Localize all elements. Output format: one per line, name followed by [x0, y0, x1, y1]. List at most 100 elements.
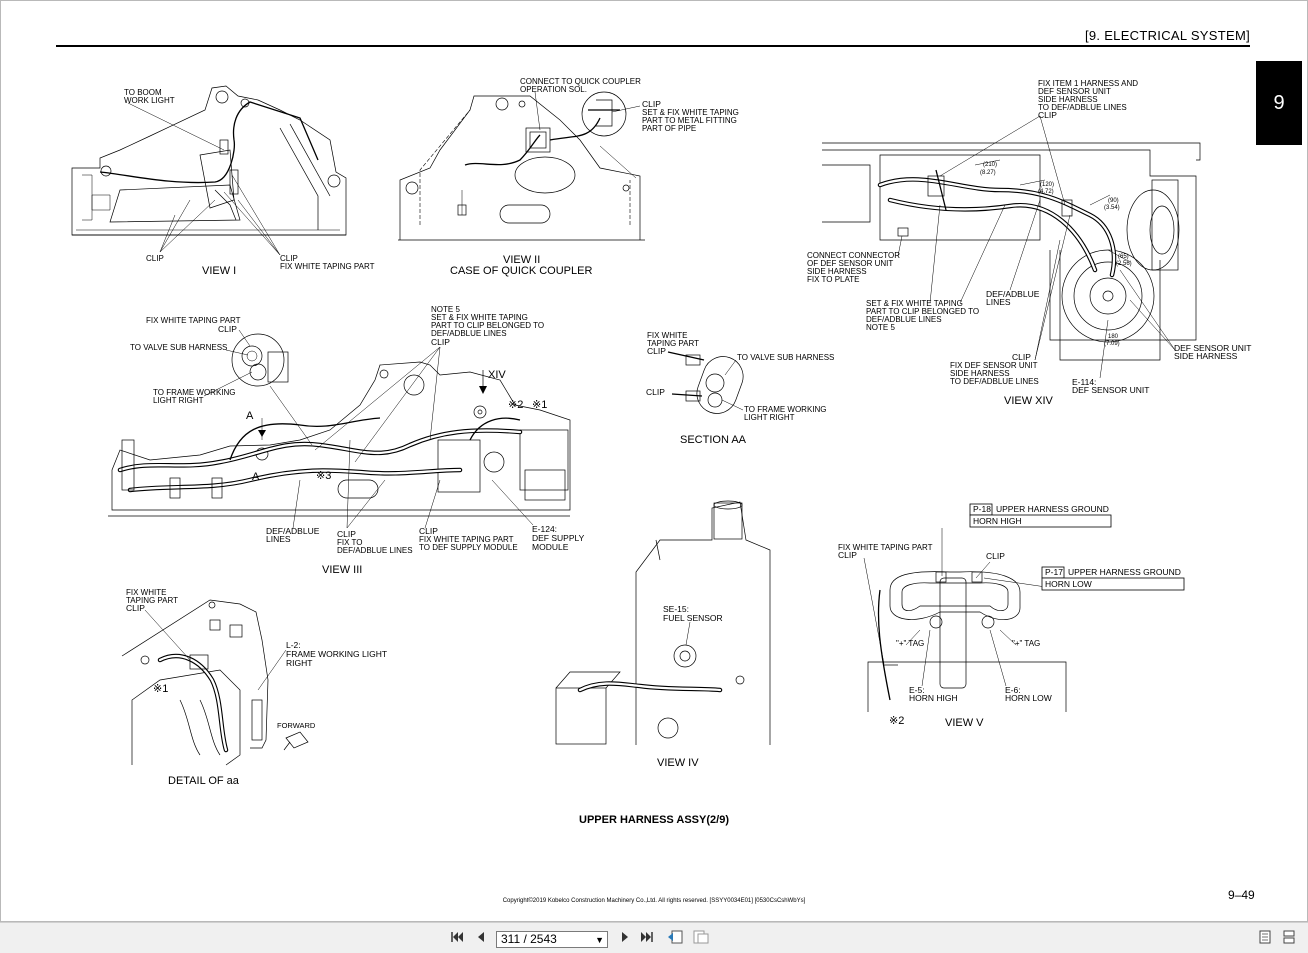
view-iv-drawing: SE-15: FUEL SENSOR VIEW IV: [555, 500, 771, 769]
view-v-title: VIEW V: [945, 717, 984, 729]
view-ii-label: PART OF PIPE: [642, 124, 696, 133]
detail-aa-label: FRAME WORKING LIGHT: [286, 649, 387, 659]
view-xiv-label: FIX ITEM 1 HARNESS AND: [1038, 79, 1138, 88]
detail-aa-title: DETAIL OF aa: [168, 775, 240, 787]
view-xiv-dim: (2.56): [1116, 261, 1132, 267]
view-iii-label: CLIP: [337, 529, 356, 539]
view-xiv-drawing: (210) (8.27) (120) (4.72) (90) (3.54) 18…: [807, 79, 1251, 407]
view-iii-label: E-124:: [532, 524, 557, 534]
section-aa-label: CLIP: [647, 346, 666, 356]
view-iii-label: TO DEF SUPPLY MODULE: [419, 543, 518, 552]
view-iii-label: TO VALVE SUB HARNESS: [130, 343, 227, 352]
single-page-icon[interactable]: [1256, 928, 1274, 946]
view-xiv-label: CONNECT CONNECTOR: [807, 251, 900, 260]
page-number-field[interactable]: 311 / 2543 ▼: [496, 931, 608, 948]
view-xiv-dim: (7.09): [1104, 341, 1120, 347]
view-xiv-label: FIX TO PLATE: [807, 275, 859, 284]
view-iii-label: FIX TO: [337, 538, 363, 547]
detail-aa-label: FIX WHITE: [126, 588, 166, 597]
view-i-title: VIEW I: [202, 265, 236, 277]
view-iv-label: FUEL SENSOR: [663, 613, 723, 623]
chapter-tab: 9: [1256, 61, 1302, 145]
view-i-drawing: TO BOOM WORK LIGHT CLIP CLIP FIX WHITE T…: [71, 85, 375, 277]
view-v-label: HORN HIGH: [909, 693, 958, 703]
view-v-label: HORN LOW: [1005, 693, 1052, 703]
view-iii-label: LIGHT RIGHT: [153, 396, 204, 405]
continuous-page-icon[interactable]: [1280, 928, 1298, 946]
p17-sub-box: [1041, 577, 1185, 591]
viewer-toolbar: 311 / 2543 ▼: [0, 922, 1308, 953]
view-xiv-label: OF DEF SENSOR UNIT: [807, 259, 893, 268]
view-ii-title: VIEW II: [503, 254, 540, 266]
detail-aa-label: RIGHT: [286, 658, 312, 668]
header-rule: [56, 45, 1250, 47]
view-v-label: E-5:: [909, 685, 925, 695]
view-iii-label: FIX WHITE TAPING PART: [419, 535, 514, 544]
view-xiv-label: NOTE 5: [866, 323, 895, 332]
detail-aa-mark: ※1: [153, 683, 168, 695]
section-aa-drawing: FIX WHITE TAPING PART CLIP TO VALVE SUB …: [646, 331, 834, 446]
back-view-icon[interactable]: [666, 928, 684, 946]
view-iii-label: DEF/ADBLUE LINES: [431, 329, 507, 338]
p17-sub: HORN LOW: [1045, 579, 1092, 589]
view-v-drawing: P-18 UPPER HARNESS GROUND HORN HIGH P-17…: [838, 503, 1185, 729]
view-xiv-dim: 180: [1108, 334, 1119, 340]
forward-view-icon[interactable]: [692, 928, 710, 946]
first-page-icon[interactable]: [448, 928, 466, 946]
view-iii-label: DEF/ADBLUE: [266, 526, 320, 536]
detail-aa-label: CLIP: [126, 603, 145, 613]
section-aa-label: TO FRAME WORKING: [744, 405, 827, 414]
p18-sub-box: [969, 514, 1112, 528]
page-number: 9–49: [1228, 888, 1255, 902]
view-xiv-label: SIDE HARNESS: [1038, 95, 1098, 104]
view-iii-label: LINES: [266, 534, 291, 544]
section-aa-label: CLIP: [646, 387, 665, 397]
view-v-label: "+" TAG: [1012, 639, 1040, 648]
chevron-down-icon[interactable]: ▼: [595, 935, 604, 945]
view-iii-label: CLIP: [431, 337, 450, 347]
detail-aa-label: L-2:: [286, 640, 301, 650]
document-title: UPPER HARNESS ASSY(2/9): [579, 814, 729, 826]
view-iii-view-arrow-label: XIV: [488, 369, 506, 381]
view-v-mark: ※2: [889, 715, 904, 727]
view-i-label: CLIP: [146, 254, 164, 263]
view-xiv-label: FIX DEF SENSOR UNIT: [950, 361, 1038, 370]
view-xiv-label: TO DEF/ADBLUE LINES: [1038, 103, 1127, 112]
view-i-label: WORK LIGHT: [124, 96, 175, 105]
view-i-label: FIX WHITE TAPING PART: [280, 262, 375, 271]
view-ii-drawing: CONNECT TO QUICK COUPLER OPERATION SOL. …: [398, 77, 739, 277]
last-page-icon[interactable]: [638, 928, 656, 946]
section-aa-label: LIGHT RIGHT: [744, 413, 795, 422]
view-iii-label: FIX WHITE TAPING PART: [146, 316, 241, 325]
section-aa-label: TO VALVE SUB HARNESS: [737, 353, 834, 362]
view-xiv-dim: (120): [1040, 182, 1054, 188]
next-page-icon[interactable]: [616, 928, 634, 946]
view-iii-mark: ※2: [508, 399, 523, 411]
view-v-label: "+" TAG: [896, 639, 924, 648]
view-iii-mark: ※3: [316, 470, 331, 482]
view-xiv-label: E-114:: [1072, 377, 1096, 387]
view-v-label: E-6:: [1005, 685, 1021, 695]
view-v-label: FIX WHITE TAPING PART: [838, 543, 933, 552]
view-xiv-label: PART TO CLIP BELONGED TO: [866, 307, 979, 316]
view-xiv-label: DEF SENSOR UNIT: [1038, 87, 1111, 96]
view-v-label: CLIP: [838, 550, 857, 560]
view-ii-label: OPERATION SOL.: [520, 85, 587, 94]
view-ii-subtitle: CASE OF QUICK COUPLER: [450, 265, 592, 277]
view-iii-label: MODULE: [532, 542, 569, 552]
harness-drawing-sheet: TO BOOM WORK LIGHT CLIP CLIP FIX WHITE T…: [71, 77, 1251, 787]
view-iii-label: SET & FIX WHITE TAPING: [431, 313, 528, 322]
view-iv-title: VIEW IV: [657, 757, 699, 769]
view-iii-mark: ※1: [532, 399, 547, 411]
view-i-label: TO BOOM: [124, 88, 162, 97]
view-iii-label: PART TO CLIP BELONGED TO: [431, 321, 544, 330]
view-xiv-label: TO DEF/ADBLUE LINES: [950, 377, 1039, 386]
p18-text: UPPER HARNESS GROUND: [996, 504, 1109, 514]
previous-page-icon[interactable]: [472, 928, 490, 946]
view-iii-title: VIEW III: [322, 564, 362, 576]
p18-sub: HORN HIGH: [973, 516, 1022, 526]
view-xiv-dim: (8.27): [980, 170, 996, 176]
section-aa-label: FIX WHITE: [647, 331, 687, 340]
view-xiv-label: SIDE HARNESS: [1174, 351, 1238, 361]
view-iii-label: DEF/ADBLUE LINES: [337, 546, 413, 555]
